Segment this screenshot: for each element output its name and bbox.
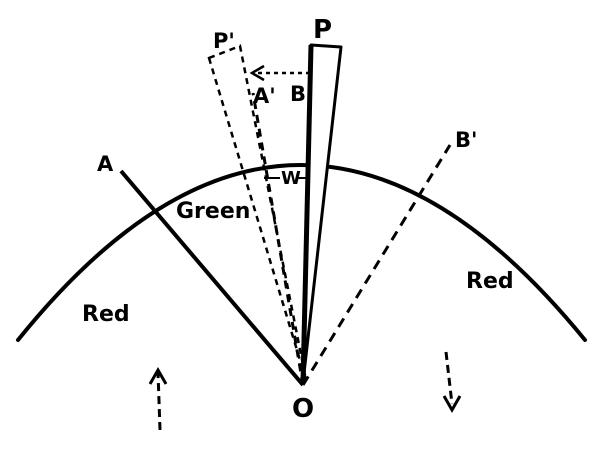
label-origin: O [292, 394, 314, 424]
region-label-left: Red [82, 302, 130, 327]
pointer-moved-outline [207, 44, 308, 381]
region-label-middle: Green [176, 199, 250, 224]
dial-arc [16, 163, 587, 342]
radius-oa [119, 169, 305, 387]
rotation-arrow-left-line [156, 371, 162, 431]
pointer-edge [300, 44, 314, 383]
region-label-right: Red [466, 269, 514, 294]
label-a-moved: A' [253, 84, 276, 108]
label-p: P [313, 15, 332, 45]
radius-oa-moved [251, 92, 305, 386]
label-b-moved: B' [455, 128, 477, 152]
rotation-arrow-left-head [148, 366, 168, 385]
rotation-arrow-right-line [444, 351, 454, 405]
label-a: A [97, 152, 114, 176]
radius-ob-moved [301, 144, 452, 386]
label-p-moved: P' [213, 29, 235, 53]
shift-arrow-head [249, 64, 265, 82]
label-width: W [281, 168, 301, 189]
label-b: B [290, 82, 306, 106]
rotation-arrow-right-head [442, 395, 462, 414]
